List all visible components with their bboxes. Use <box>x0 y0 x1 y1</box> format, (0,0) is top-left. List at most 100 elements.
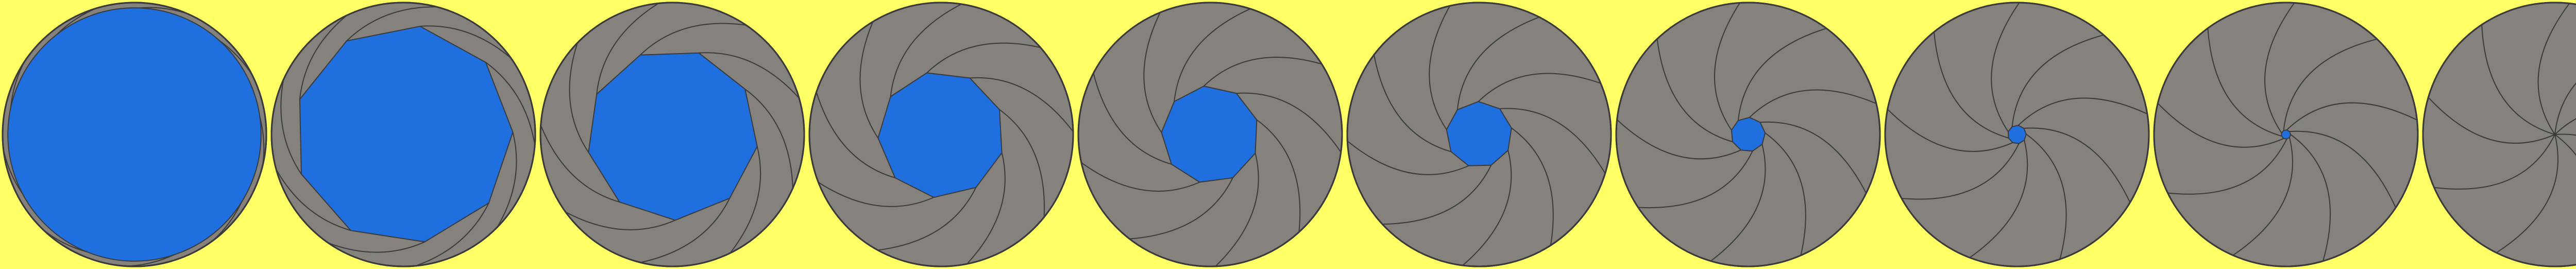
aperture-frame <box>808 2 1074 267</box>
aperture-rim <box>808 2 1074 267</box>
aperture-frame <box>270 2 536 267</box>
blade-edge <box>2264 3 2302 133</box>
aperture-blades <box>810 3 1073 266</box>
blade-edge <box>1991 3 2027 132</box>
aperture-frame <box>1077 2 1343 267</box>
aperture-rim <box>1884 2 2150 267</box>
blade-edge <box>272 136 351 231</box>
blade-edge <box>1079 153 1200 192</box>
aperture-opening <box>877 72 1003 198</box>
aperture-rim <box>539 2 805 267</box>
blade-edge <box>1617 110 1741 160</box>
blade-edge <box>1451 150 1512 266</box>
blade-edge <box>1760 121 1872 205</box>
aperture-frame <box>1346 2 1612 267</box>
blade-edge <box>2486 134 2558 260</box>
blade-edge <box>2481 12 2555 135</box>
blade-edge <box>926 42 1058 74</box>
blade-edge <box>1090 58 1172 165</box>
aperture-blades <box>1348 3 1611 266</box>
aperture-rim <box>270 2 536 267</box>
blade-edge <box>1511 127 1554 259</box>
aperture-blades <box>2155 3 2417 266</box>
blade-edge <box>1456 12 1553 110</box>
blade-edge <box>1174 3 1265 102</box>
aperture-opening <box>1731 116 1766 152</box>
blade-edge <box>1700 144 1766 266</box>
blade-edge <box>1959 140 2028 265</box>
blade-edge <box>1886 100 2013 152</box>
blade-edge <box>2011 31 2116 127</box>
blade-edge <box>890 3 977 97</box>
aperture-rim <box>1077 2 1343 267</box>
blade-edge <box>2283 36 2389 131</box>
blade-edge <box>1749 89 1879 118</box>
blade-edge <box>380 203 489 266</box>
blade-edge <box>1714 3 1748 131</box>
aperture-blades <box>2424 3 2576 266</box>
blade-edge <box>2554 133 2576 224</box>
blade-edge <box>1625 150 1753 209</box>
blade-edge <box>2289 130 2401 220</box>
blade-edge <box>1737 24 1839 121</box>
aperture-frame <box>2 2 267 267</box>
blade-edge <box>1371 41 1451 153</box>
blade-edge <box>954 153 1006 266</box>
aperture-opening <box>2007 125 2027 144</box>
blade-edge <box>1368 165 1492 225</box>
aperture-rim <box>1346 2 1612 267</box>
blade-edge <box>1889 143 2020 200</box>
blade-edge <box>999 109 1045 234</box>
blade-edge <box>2554 40 2576 135</box>
aperture-rim <box>1615 2 1881 267</box>
blade-edge <box>1478 73 1611 102</box>
blade-edge <box>2424 88 2555 144</box>
aperture-opening <box>588 52 758 221</box>
aperture-blades <box>1617 3 1879 266</box>
blade-edge <box>2018 97 2148 126</box>
aperture-frame <box>1884 2 2150 267</box>
aperture-frame <box>2153 2 2419 267</box>
aperture-rim <box>2153 2 2419 267</box>
blade-edge <box>2155 94 2284 148</box>
blade-edge <box>2554 107 2576 135</box>
blade-edge <box>2155 139 2287 195</box>
blade-edge <box>1256 119 1301 247</box>
aperture-frame <box>1615 2 1881 267</box>
aperture-frame <box>539 2 805 267</box>
aperture-opening <box>1161 86 1258 183</box>
aperture-opening <box>1446 101 1512 166</box>
blade-edge <box>1348 131 1469 175</box>
aperture-opening <box>7 7 262 262</box>
blade-edge <box>1236 92 1342 165</box>
blade-edge <box>811 75 895 179</box>
blade-edge <box>541 104 620 203</box>
blade-edge <box>2424 134 2555 190</box>
blade-edge <box>970 77 1073 146</box>
blade-edge <box>1655 26 1733 143</box>
blade-edge <box>2026 133 2067 266</box>
aperture-rim <box>2 2 267 267</box>
blade-edge <box>2554 134 2576 266</box>
aperture-disc <box>2422 2 2576 267</box>
blade-edge <box>1143 3 1168 133</box>
blade-edge <box>2290 134 2331 266</box>
blade-edge <box>810 172 934 207</box>
aperture-blades <box>1886 3 2148 266</box>
aperture-blades <box>1079 3 1342 266</box>
blade-edge <box>1933 19 2009 139</box>
blade-edge <box>485 62 535 182</box>
blade-edge <box>2286 102 2417 130</box>
blade-edge <box>1765 132 1806 266</box>
aperture-rim <box>2422 2 2576 267</box>
blade-edge <box>1429 3 1458 130</box>
blade-edge <box>860 187 977 253</box>
blade-edge <box>596 3 679 94</box>
blade-edge <box>2207 16 2282 137</box>
aperture-opening <box>299 26 514 243</box>
blade-edge <box>2024 127 2136 214</box>
blade-edge <box>1203 57 1336 87</box>
aperture-frame <box>2422 2 2576 267</box>
